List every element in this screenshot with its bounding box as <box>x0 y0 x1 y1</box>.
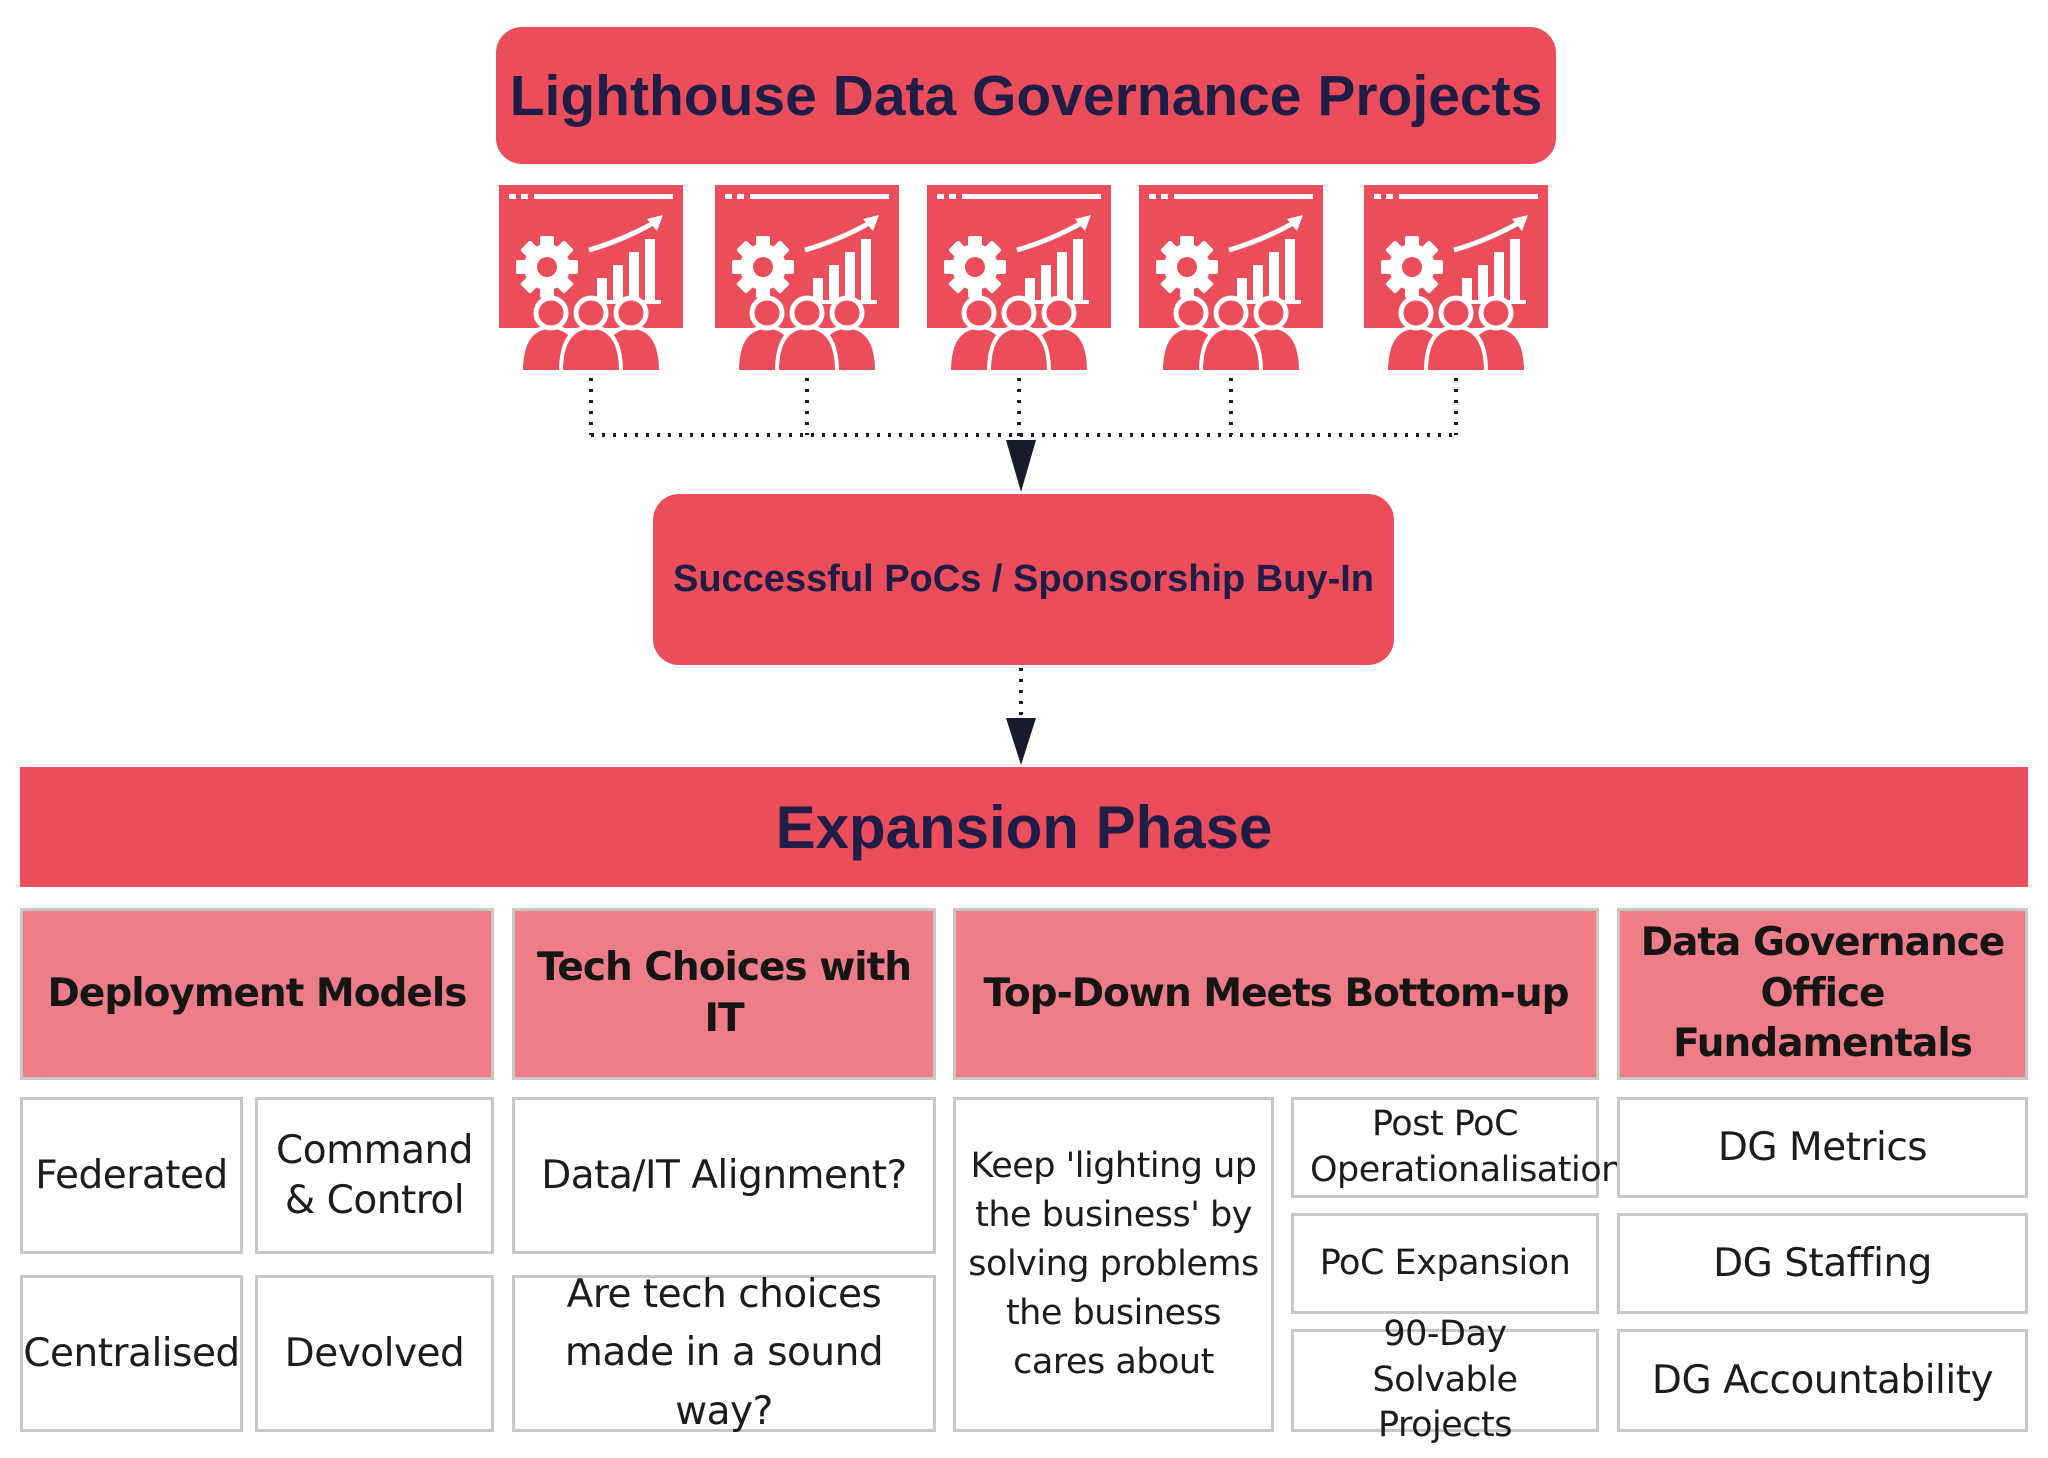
cell-label: Data/IT Alignment? <box>541 1152 907 1198</box>
cell-label: DG Metrics <box>1717 1124 1928 1170</box>
grid-cell: Command & Control <box>255 1097 494 1254</box>
grid-cell: Devolved <box>255 1275 494 1432</box>
phase-label: Expansion Phase <box>775 793 1273 861</box>
cell-label: 90-Day Solvable Projects <box>1372 1314 1519 1446</box>
grid-cell: DG Staffing <box>1617 1213 2028 1314</box>
cell-label: Command & Control <box>276 1127 473 1223</box>
cell-label: Federated <box>35 1152 228 1198</box>
column-heading-label: Tech Choices with IT <box>536 945 912 1041</box>
grid-cell: Federated <box>20 1097 243 1254</box>
cell-label: Centralised <box>23 1330 240 1376</box>
cell-label: Devolved <box>284 1330 465 1376</box>
arrowhead <box>1006 440 1036 492</box>
cell-label: PoC Expansion <box>1319 1243 1571 1284</box>
grid-cell: Data/IT Alignment? <box>512 1097 936 1254</box>
cell-label: Post PoC Operationalisation <box>1310 1104 1623 1190</box>
phase-banner: Expansion Phase <box>20 767 2028 887</box>
column-heading: Tech Choices with IT <box>512 908 936 1080</box>
arrowhead <box>1006 718 1036 765</box>
diagram-title: Lighthouse Data Governance Projects <box>509 63 1543 128</box>
title-banner: Lighthouse Data Governance Projects <box>496 27 1556 164</box>
milestone-label: Successful PoCs / Sponsorship Buy-In <box>672 558 1374 600</box>
grid-cell: Centralised <box>20 1275 243 1432</box>
cell-label: DG Staffing <box>1713 1240 1932 1286</box>
grid-cell: Post PoC Operationalisation <box>1291 1097 1623 1198</box>
cell-label: Are tech choices made in a sound way? <box>564 1271 884 1434</box>
grid-cell: Are tech choices made in a sound way? <box>512 1272 936 1434</box>
grid-cell: DG Accountability <box>1617 1329 2028 1432</box>
grid-cell: PoC Expansion <box>1291 1213 1599 1314</box>
grid-cell: DG Metrics <box>1617 1097 2028 1198</box>
grid-cell: 90-Day Solvable Projects <box>1291 1314 1599 1445</box>
grid-cell: Keep 'lighting up the business' by solvi… <box>953 1097 1274 1432</box>
column-heading-label: Deployment Models <box>47 970 468 1016</box>
cell-label: DG Accountability <box>1651 1357 1994 1403</box>
column-heading: Top-Down Meets Bottom-up <box>953 908 1599 1080</box>
milestone-box: Successful PoCs / Sponsorship Buy-In <box>653 494 1394 665</box>
column-heading-label: Data Governance Office Fundamentals <box>1640 919 2006 1067</box>
cell-label: Keep 'lighting up the business' by solvi… <box>968 1146 1259 1382</box>
column-heading: Data Governance Office Fundamentals <box>1617 908 2028 1080</box>
column-heading-label: Top-Down Meets Bottom-up <box>983 970 1569 1016</box>
column-heading: Deployment Models <box>20 908 494 1080</box>
